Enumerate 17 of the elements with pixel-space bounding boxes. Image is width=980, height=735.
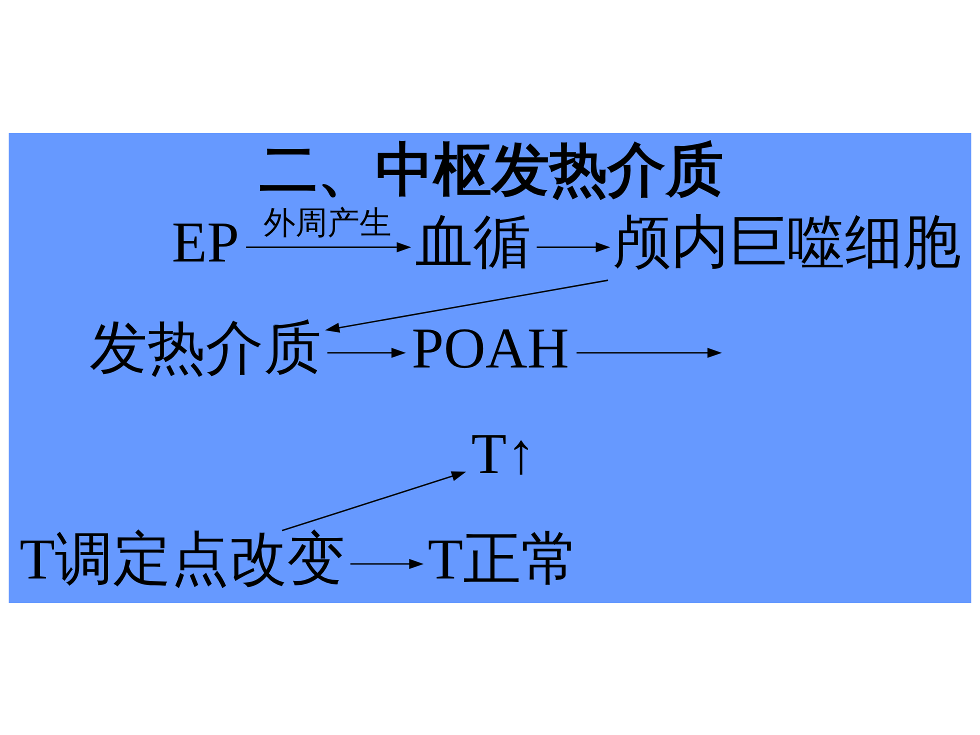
arrow	[327, 347, 406, 358]
edge-label: 外周产生	[264, 205, 392, 240]
arrow	[282, 470, 466, 531]
node-text: 发热介质	[89, 314, 322, 380]
node-text: EP	[172, 209, 240, 274]
node-text: T↑	[471, 420, 536, 486]
node-text: POAH	[412, 314, 570, 380]
arrow	[576, 347, 722, 358]
node-text: T正常	[428, 526, 580, 591]
node-text: T调定点改变	[20, 526, 345, 591]
arrow	[350, 558, 424, 569]
arrow	[325, 279, 608, 332]
arrow	[246, 242, 412, 252]
arrow	[536, 242, 610, 252]
node-text: 血循	[415, 209, 532, 274]
diagram-title: 二、中枢发热介质	[259, 136, 724, 202]
node-text: 颅内巨噬细胞	[612, 209, 961, 274]
